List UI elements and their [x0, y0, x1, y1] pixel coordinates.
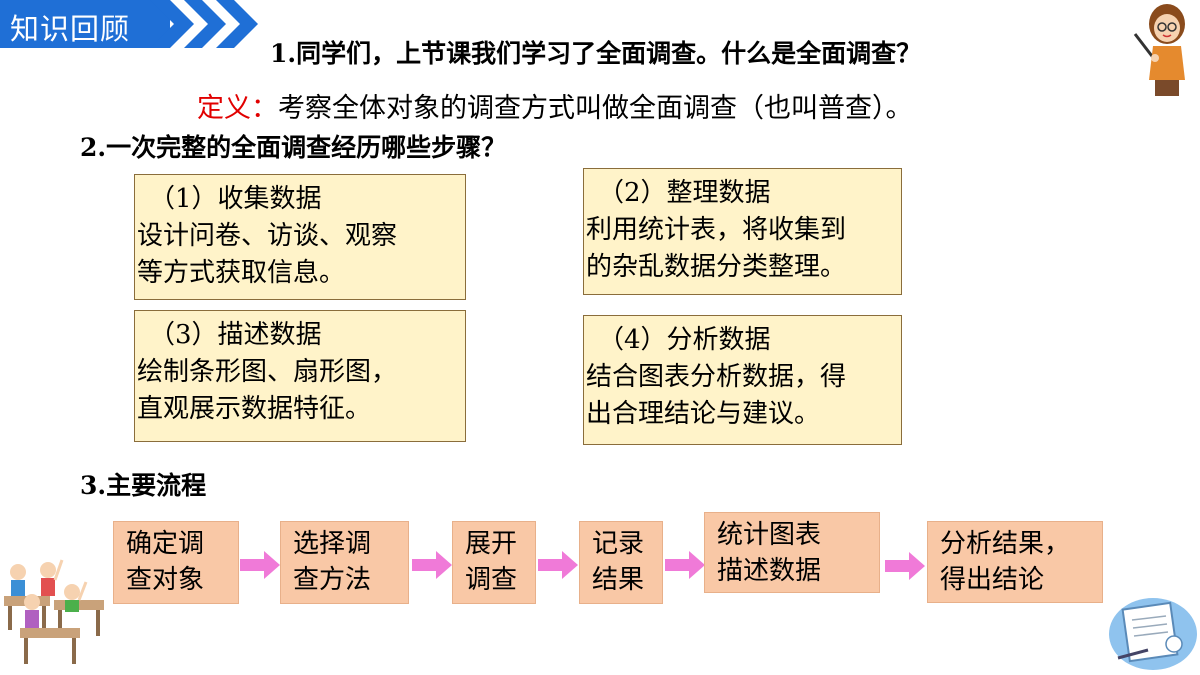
question-1: 1.同学们，上节课我们学习了全面调查。什么是全面调查？: [270, 39, 922, 68]
step-text: 的杂乱数据分类整理。: [586, 252, 847, 282]
flow-step-text: 选择调: [293, 529, 372, 559]
step-box-describe: （3）描述数据 绘制条形图、扇形图， 直观展示数据特征。: [134, 310, 466, 442]
step-box-analyze: （4）分析数据 结合图表分析数据，得 出合理结论与建议。: [583, 315, 902, 445]
step-box-organize: （2）整理数据 利用统计表，将收集到 的杂乱数据分类整理。: [583, 168, 902, 295]
flow-step-text: 得出结论: [940, 565, 1045, 595]
flow-step-text: 展开: [465, 529, 518, 559]
section-header: 知识回顾: [0, 0, 170, 48]
section-title: 知识回顾: [10, 12, 131, 46]
flow-step-3: 展开 调查: [452, 521, 536, 604]
question-2: 2.一次完整的全面调查经历哪些步骤？: [80, 133, 507, 162]
flow-arrow-icon: [885, 552, 925, 580]
flow-arrow-icon: [240, 551, 280, 579]
flow-arrow-icon: [412, 551, 452, 579]
step-box-collect: （1）收集数据 设计问卷、访谈、观察 等方式获取信息。: [134, 174, 466, 300]
flow-step-text: 查对象: [126, 565, 205, 595]
step-title: （4）分析数据: [598, 325, 771, 355]
flow-step-text: 结果: [592, 565, 645, 595]
header-chevrons-icon: [150, 0, 258, 48]
step-text: 设计问卷、访谈、观察: [137, 221, 398, 251]
definition-label: 定义：: [197, 93, 278, 124]
step-text: 结合图表分析数据，得: [586, 362, 847, 392]
flow-step-6: 分析结果， 得出结论: [927, 521, 1103, 603]
students-illustration: [4, 559, 104, 664]
flow-arrow-icon: [538, 551, 578, 579]
definition-line: 定义：考察全体对象的调查方式叫做全面调查（也叫普查）。: [197, 86, 913, 125]
flow-step-text: 统计图表: [717, 520, 822, 550]
flow-step-text: 查方法: [293, 565, 372, 595]
flow-step-text: 调查: [465, 565, 518, 595]
flow-step-text: 确定调: [126, 529, 205, 559]
flow-step-text: 记录: [592, 529, 645, 559]
math-book-illustration: [1109, 598, 1197, 670]
step-title: （2）整理数据: [598, 178, 771, 208]
flow-step-text: 分析结果，: [940, 529, 1071, 559]
step-text: 直观展示数据特征。: [137, 394, 372, 424]
definition-text: 考察全体对象的调查方式叫做全面调查（也叫普查）。: [278, 93, 913, 124]
flow-step-5: 统计图表 描述数据: [704, 512, 880, 593]
flow-step-1: 确定调 查对象: [113, 521, 239, 604]
step-text: 绘制条形图、扇形图，: [137, 357, 398, 387]
question-3: 3.主要流程: [80, 471, 207, 500]
step-text: 等方式获取信息。: [137, 258, 346, 288]
flow-step-text: 描述数据: [717, 556, 822, 586]
flow-step-2: 选择调 查方法: [280, 521, 409, 604]
flow-arrow-icon: [665, 551, 705, 579]
step-text: 出合理结论与建议。: [586, 399, 821, 429]
flow-step-4: 记录 结果: [579, 521, 663, 604]
step-text: 利用统计表，将收集到: [586, 215, 847, 245]
teacher-illustration: [1133, 4, 1185, 96]
step-title: （1）收集数据: [149, 184, 322, 214]
step-title: （3）描述数据: [149, 320, 322, 350]
